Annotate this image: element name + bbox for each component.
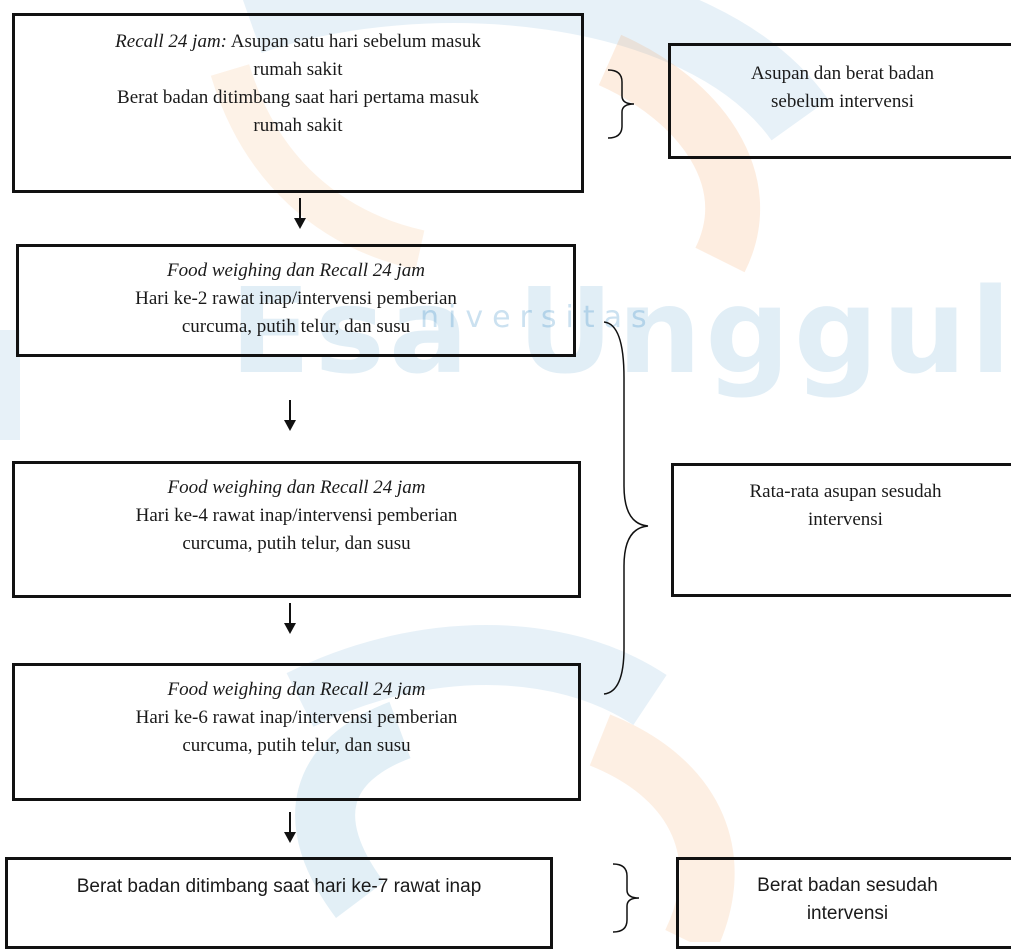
arrow-down-icon — [294, 198, 306, 229]
outcome3-line1: Berat badan sesudah — [757, 875, 938, 896]
box2-line2: Hari ke-2 rawat inap/intervensi pemberia… — [135, 288, 457, 309]
box1-line2: rumah sakit — [253, 59, 343, 80]
outcome2-line2: intervensi — [808, 509, 883, 530]
flow-box-day4: Food weighing dan Recall 24 jam Hari ke-… — [12, 461, 581, 598]
outcome-box-after-intake: Rata-rata asupan sesudah intervensi — [671, 463, 1011, 597]
flow-box-day6: Food weighing dan Recall 24 jam Hari ke-… — [12, 663, 581, 801]
outcome3-line2: intervensi — [806, 903, 889, 924]
arrow-down-icon — [284, 812, 296, 843]
box1-line3: Berat badan ditimbang saat hari pertama … — [117, 87, 479, 108]
right-brace-icon — [603, 321, 649, 695]
box3-line3: curcuma, putih telur, dan susu — [182, 533, 411, 554]
box2-line3: curcuma, putih telur, dan susu — [181, 316, 411, 337]
box4-italic-line: Food weighing dan Recall 24 jam — [167, 679, 426, 700]
arrow-down-icon — [284, 603, 296, 634]
outcome1-line2: sebelum intervensi — [771, 91, 914, 112]
flow-box-day7-weight: Berat badan ditimbang saat hari ke-7 raw… — [5, 857, 553, 949]
box1-line4: rumah sakit — [253, 115, 343, 136]
box5-text: Berat badan ditimbang saat hari ke-7 raw… — [76, 876, 482, 897]
box1-line1: Recall 24 jam: Asupan satu hari sebelum … — [115, 31, 481, 52]
arrow-down-icon — [284, 400, 296, 431]
right-brace-icon — [612, 863, 640, 933]
right-brace-icon — [607, 69, 635, 139]
outcome2-line1: Rata-rata asupan sesudah — [749, 481, 942, 502]
outcome-box-before: Asupan dan berat badan sebelum intervens… — [668, 43, 1011, 159]
box4-line2: Hari ke-6 rawat inap/intervensi pemberia… — [135, 707, 458, 728]
flow-box-recall-baseline: Recall 24 jam: Asupan satu hari sebelum … — [12, 13, 584, 193]
outcome1-line1: Asupan dan berat badan — [750, 63, 935, 84]
outcome-box-after-weight: Berat badan sesudah intervensi — [676, 857, 1011, 949]
box3-line2: Hari ke-4 rawat inap/intervensi pemberia… — [135, 505, 458, 526]
box4-line3: curcuma, putih telur, dan susu — [182, 735, 411, 756]
flow-box-day2: Food weighing dan Recall 24 jam Hari ke-… — [16, 244, 576, 357]
box2-italic-line: Food weighing dan Recall 24 jam — [166, 260, 426, 281]
box3-italic-line: Food weighing dan Recall 24 jam — [167, 477, 426, 498]
